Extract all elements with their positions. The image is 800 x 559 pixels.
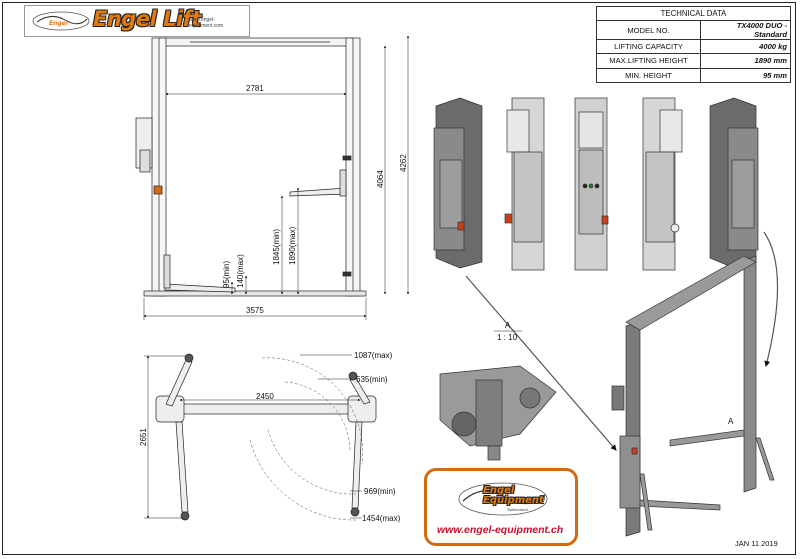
table-row: MODEL NO. TX4000 DUO -Standard: [596, 20, 791, 41]
dim-arm-r2: 635(min): [356, 375, 388, 384]
detail-scale: 1 : 10: [497, 333, 518, 342]
brand-emblem-icon: Engel: [32, 11, 90, 31]
dim-top-depth: 2651: [139, 428, 148, 446]
dim-arm-r4: 1454(max): [362, 514, 401, 523]
dim-pad-max: 140(max): [236, 254, 245, 288]
detail-a-view: [439, 365, 557, 461]
footer-logo-sub: Switzerland: [507, 507, 528, 512]
footer-emblem-icon: [458, 482, 548, 516]
svg-text:Engel: Engel: [49, 20, 69, 27]
table-row: LIFTING CAPACITY 4000 kg: [596, 39, 791, 55]
detail-label: A: [505, 321, 511, 330]
brand-logo-box: Engel Engel Lift www.engel-equipment.com: [24, 5, 250, 37]
technical-data-table: TECHNICAL DATA MODEL NO. TX4000 DUO -Sta…: [596, 5, 791, 83]
dim-top-width: 2450: [256, 392, 274, 401]
dim-pad-min: 95(min): [222, 261, 231, 288]
dim-width-between-columns: 2781: [246, 84, 264, 93]
front-view: [135, 37, 367, 297]
top-dimension-lines: [144, 354, 362, 519]
dim-height-inner: 4064: [376, 170, 385, 188]
technical-data-title: TECHNICAL DATA: [596, 5, 791, 22]
callout-arrows: [465, 231, 779, 451]
dim-height-outer: 4262: [399, 154, 408, 172]
dim-lift-min: 1845(min): [272, 229, 281, 265]
iso-label: A: [728, 417, 734, 426]
brand-title: Engel Lift: [93, 7, 201, 31]
column-views: [433, 97, 759, 271]
dim-arm-r1: 1087(max): [354, 351, 393, 360]
front-dimension-lines: [143, 35, 410, 320]
dim-arm-r3: 969(min): [364, 487, 396, 496]
top-view: [155, 353, 377, 521]
iso-lift-view: [611, 255, 775, 537]
dim-overall-width: 3575: [246, 306, 264, 315]
table-row: MAX.LIFTING HEIGHT 1890 mm: [596, 53, 791, 69]
arm-sweep-arcs: [249, 357, 363, 521]
footer-logo-box: Engel Equipment Switzerland www.engel-eq…: [424, 468, 578, 546]
table-row: MIN. HEIGHT 95 mm: [596, 67, 791, 83]
footer-url: www.engel-equipment.ch: [437, 524, 564, 536]
footer-logo-name: Engel Equipment: [483, 485, 544, 506]
spec-value: 95 mm: [700, 67, 791, 83]
dim-lift-max: 1890(max): [288, 226, 297, 265]
drawing-date: JAN 11 2019: [735, 539, 778, 548]
brand-url: www.engel-equipment.com: [189, 17, 224, 29]
